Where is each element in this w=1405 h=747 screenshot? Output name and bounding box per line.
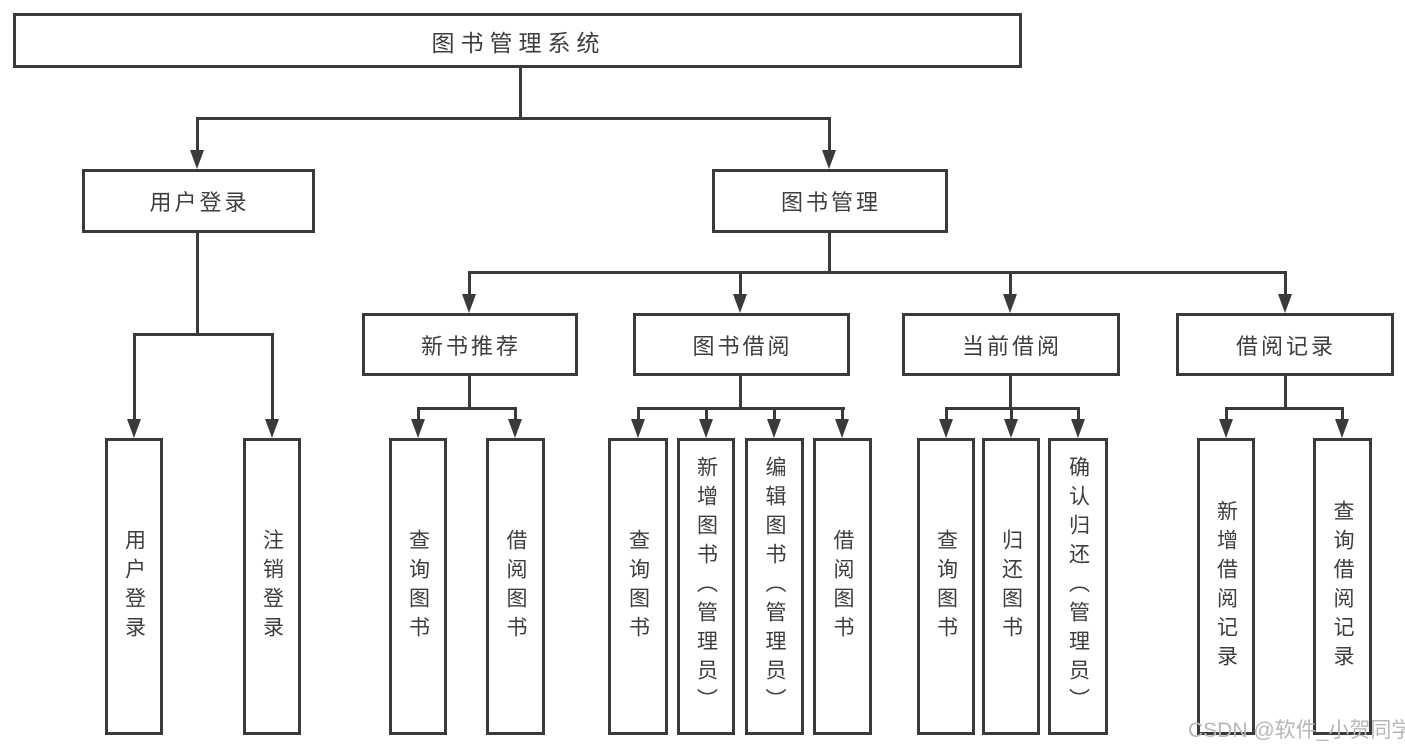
node-book-mgmt: 图书管理 [712,169,948,233]
connector-line [739,376,742,410]
connector-line [1010,407,1013,422]
connector-line [468,271,1287,274]
node-book-mgmt-label: 图书管理 [780,190,881,215]
leaf-node: 注销登录 [243,438,301,735]
arrow-down-icon [1278,294,1292,313]
connector-line [1284,376,1287,410]
leaf-label: 借阅图书 [831,528,854,645]
connector-line [519,67,522,117]
arrow-down-icon [411,419,425,438]
connector-line [468,376,471,410]
leaf-label: 新增图书（管理员） [694,456,718,717]
arrow-down-icon [767,419,781,438]
connector-line [196,233,199,336]
leaf-node: 用户登录 [105,438,163,735]
connector-line [828,233,831,274]
leaf-node: 新增图书（管理员） [677,438,735,735]
node-borrow-record: 借阅记录 [1176,313,1394,376]
arrow-down-icon [462,294,476,313]
leaf-label: 查询图书 [406,528,430,645]
arrow-down-icon [699,419,713,438]
leaf-node: 确认归还（管理员） [1048,438,1108,735]
leaf-label: 用户登录 [122,528,146,645]
node-book-borrow-label: 图书借阅 [692,333,793,359]
node-user-login: 用户登录 [82,169,315,233]
connector-line [1284,271,1287,296]
watermark: CSDN @软件_小贺同学 [1188,719,1405,742]
leaf-label: 查询图书 [626,528,650,645]
arrow-down-icon [127,419,141,438]
arrow-down-icon [1004,419,1018,438]
connector-line [739,271,742,296]
arrow-down-icon [1219,419,1233,438]
connector-line [773,407,776,422]
connector-line [133,333,273,336]
arrow-down-icon [508,419,522,438]
node-root-label: 图书管理系统 [431,29,606,56]
arrow-down-icon [1003,294,1017,313]
arrow-down-icon [631,419,645,438]
leaf-node: 查询借阅记录 [1313,438,1372,735]
arrow-down-icon [1071,419,1085,438]
connector-line [705,407,708,422]
connector-line [841,407,844,422]
connector-line [133,333,136,421]
node-root: 图书管理系统 [13,13,1022,68]
connector-line [417,407,420,422]
node-current-borrow: 当前借阅 [902,313,1120,376]
leaf-label: 确认归还（管理员） [1066,456,1090,717]
connector-line [828,117,831,153]
node-borrow-record-label: 借阅记录 [1235,333,1336,359]
arrow-down-icon [733,294,747,313]
arrow-down-icon [939,419,953,438]
connector-line [1225,407,1343,410]
connector-line [271,333,274,421]
leaf-label: 归还图书 [999,528,1023,645]
leaf-node: 借阅图书 [486,438,545,735]
leaf-label: 查询图书 [934,528,958,645]
arrow-down-icon [265,419,279,438]
connector-line [196,117,831,120]
leaf-label: 编辑图书（管理员） [763,456,786,717]
leaf-label: 新增借阅记录 [1214,499,1238,674]
arrow-down-icon [822,150,836,169]
connector-line [468,271,471,296]
leaf-node: 查询图书 [917,438,975,735]
connector-line [1225,407,1228,422]
connector-line [1009,376,1012,410]
leaf-label: 借阅图书 [504,528,527,645]
leaf-node: 查询图书 [608,438,668,735]
connector-line [196,117,199,153]
arrow-down-icon [835,419,849,438]
node-current-borrow-label: 当前借阅 [961,333,1062,359]
leaf-node: 借阅图书 [813,438,872,735]
connector-line [1341,407,1344,422]
leaf-label: 查询借阅记录 [1331,499,1354,674]
connector-line [1009,271,1012,296]
node-user-login-label: 用户登录 [149,190,250,215]
connector-line [1077,407,1080,422]
node-new-book-label: 新书推荐 [420,333,521,359]
node-book-borrow: 图书借阅 [633,313,850,376]
leaf-node: 编辑图书（管理员） [745,438,804,735]
connector-line [417,407,517,410]
leaf-node: 查询图书 [389,438,447,735]
leaf-label: 注销登录 [260,528,284,645]
leaf-node: 归还图书 [982,438,1040,735]
node-new-book: 新书推荐 [362,313,578,376]
arrow-down-icon [1335,419,1349,438]
leaf-node: 新增借阅记录 [1197,438,1255,735]
arrow-down-icon [190,150,204,169]
connector-line [637,407,845,410]
connector-line [514,407,517,422]
connector-line [637,407,640,422]
connector-line [945,407,948,422]
